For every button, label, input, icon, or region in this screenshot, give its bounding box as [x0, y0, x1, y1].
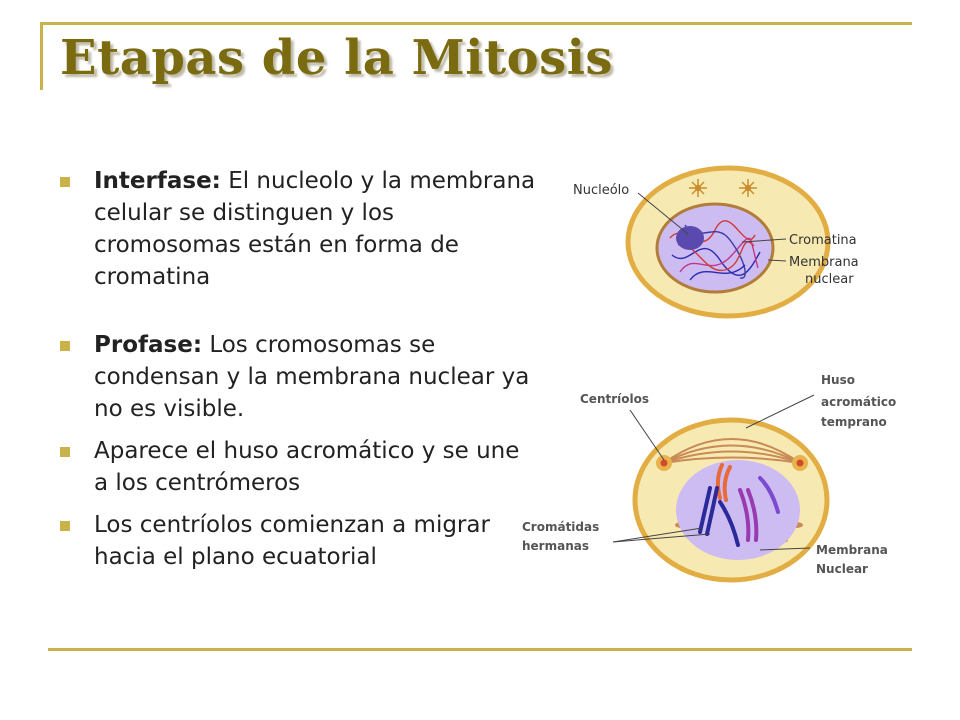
label-membrana-nuclear-1: Membrana — [789, 255, 859, 270]
label-nucleolo: Nucleólo — [573, 183, 629, 198]
label-membrana-nuclear-2: nuclear — [805, 272, 854, 287]
centrosome-icon — [689, 179, 707, 197]
bullet-interfase: Interfase: El nucleolo y la membrana cel… — [60, 165, 540, 293]
label-huso-1: Huso — [821, 373, 855, 387]
label-huso-2: acromático — [821, 395, 896, 409]
bullet-text: El nucleolo y la membrana celular se dis… — [94, 168, 536, 290]
bullet-huso: Aparece el huso acromático y se une a lo… — [60, 435, 540, 499]
bottom-horizontal-rule — [48, 648, 912, 651]
nucleolus-shape — [676, 226, 704, 250]
centriole-right-icon — [792, 455, 808, 471]
label-centriolos: Centríolos — [580, 392, 649, 406]
bullet-square-icon — [60, 447, 70, 457]
bullet-square-icon — [60, 177, 70, 187]
bullet-list: Interfase: El nucleolo y la membrana cel… — [60, 165, 540, 573]
label-cromatina: Cromatina — [789, 233, 857, 248]
bullet-centriolos: Los centríolos comienzan a migrar hacia … — [60, 509, 540, 573]
bullet-square-icon — [60, 521, 70, 531]
centrosome-icon — [739, 179, 757, 197]
label-membrana-nuclear-p1: Membrana — [816, 543, 888, 557]
centriole-left-icon — [656, 455, 672, 471]
label-huso-3: temprano — [821, 415, 887, 429]
mitosis-diagram: Nucleólo Cromatina Membrana nuclear — [522, 165, 896, 583]
label-cromatidas-2: hermanas — [522, 539, 589, 553]
label-membrana-nuclear-p2: Nuclear — [816, 562, 868, 576]
top-horizontal-rule — [40, 22, 912, 25]
bullet-square-icon — [60, 341, 70, 351]
bullet-term: Profase: — [94, 332, 203, 358]
slide-title: Etapas de la Mitosis — [60, 30, 613, 86]
bullet-text: Los centríolos comienzan a migrar hacia … — [94, 512, 490, 570]
interphase-cell-illustration: Nucleólo Cromatina Membrana nuclear — [573, 165, 859, 319]
bullet-profase: Profase: Los cromosomas se condensan y l… — [60, 329, 540, 425]
bullet-text: Los cromosomas se condensan y la membran… — [94, 332, 530, 422]
bullet-text: Aparece el huso acromático y se une a lo… — [94, 438, 520, 496]
top-left-vertical-rule — [40, 22, 43, 90]
bullet-term: Interfase: — [94, 168, 221, 194]
prophase-cell-illustration: Centríolos Huso acromático temprano Crom… — [522, 373, 896, 583]
label-cromatidas-1: Cromátidas — [522, 520, 599, 534]
